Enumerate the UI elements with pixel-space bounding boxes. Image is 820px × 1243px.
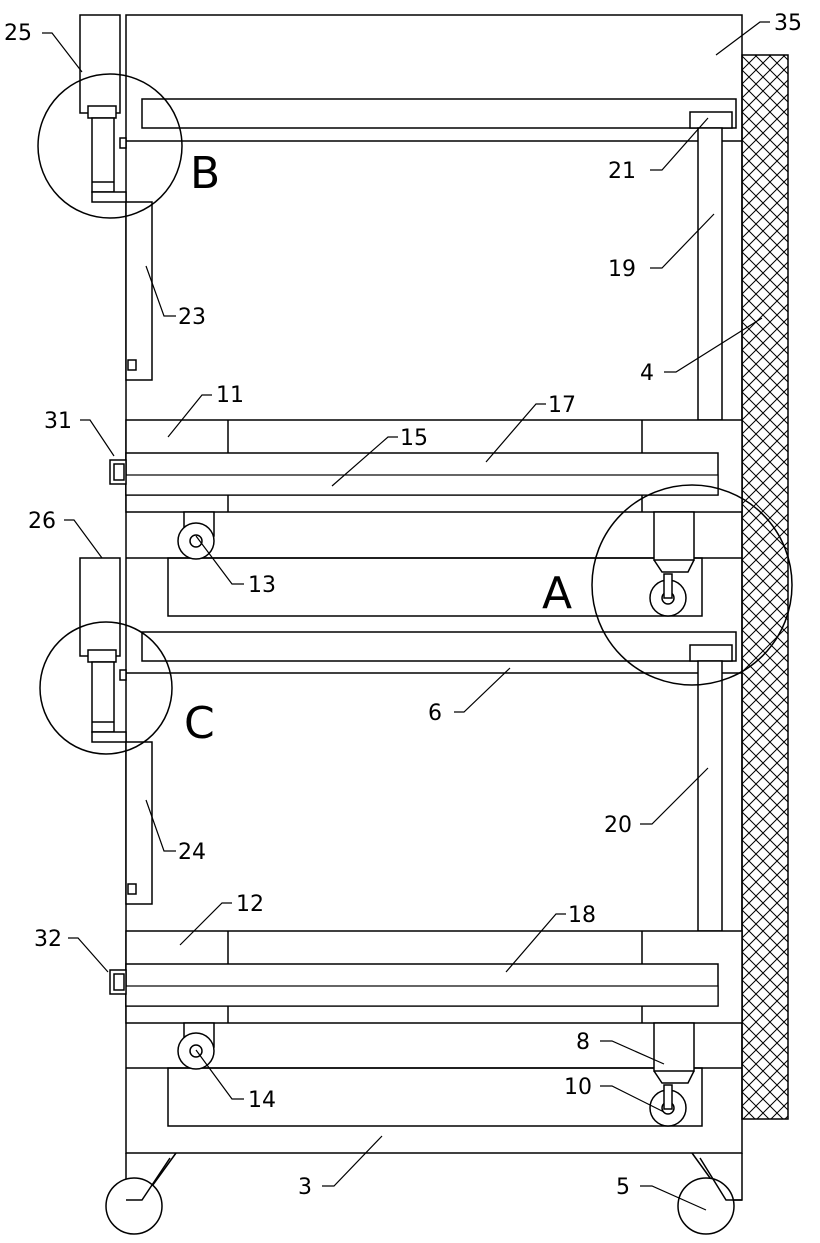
ref-17: 17 [548,393,576,418]
ref-18: 18 [568,903,596,928]
ref-20: 20 [604,813,632,838]
ref-24: 24 [178,840,206,865]
detail-label-b: B [190,148,220,199]
lower-drawer [110,931,742,1023]
detail-label-a: A [542,568,572,619]
ref-6: 6 [428,701,442,726]
ref-4: 4 [640,361,654,386]
ref-10: 10 [564,1075,592,1100]
ref-13: 13 [248,573,276,598]
ref-19: 19 [608,257,636,282]
ref-12: 12 [236,892,264,917]
ref-11: 11 [216,383,244,408]
ref-31: 31 [44,409,72,434]
ref-35: 35 [774,11,802,36]
ref-15: 15 [400,426,428,451]
filter-layer-lower [126,986,718,1006]
ref-26: 26 [28,509,56,534]
ref-23: 23 [178,305,206,330]
detail-label-c: C [184,698,215,749]
ref-5: 5 [616,1175,630,1200]
filter-layer-15 [126,475,718,495]
base-wheels [106,1153,742,1234]
ref-32: 32 [34,927,62,952]
ref-21: 21 [608,159,636,184]
hatched-side-panel [742,55,788,1119]
ref-25: 25 [4,21,32,46]
ref-3: 3 [298,1175,312,1200]
ref-14: 14 [248,1088,276,1113]
ref-8: 8 [576,1030,590,1055]
